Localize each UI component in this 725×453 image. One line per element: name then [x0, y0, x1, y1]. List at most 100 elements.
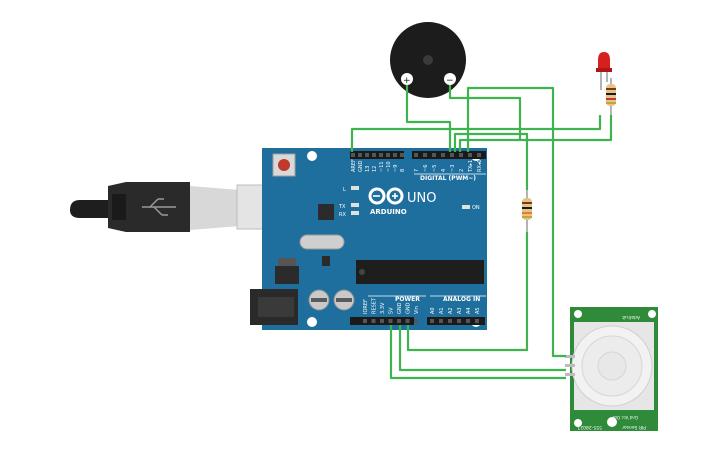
header-pin-socket — [414, 319, 418, 323]
piezo-buzzer: + − — [390, 22, 466, 98]
wire-buzzer-positive — [405, 85, 452, 152]
on-led-label: ON — [472, 205, 480, 211]
header-pin-socket — [423, 153, 427, 157]
buzzer-minus-label: − — [446, 76, 454, 86]
pin-label: A5 — [475, 307, 481, 314]
capacitor — [333, 289, 355, 311]
microcontroller-chip — [356, 260, 484, 284]
pin-label: A4 — [466, 307, 472, 314]
pin-label: IOREF — [363, 299, 369, 314]
voltage-regulator — [275, 258, 299, 284]
header-pin-socket — [371, 319, 376, 323]
header-pin-socket — [397, 319, 401, 323]
pin-label: 5V — [389, 307, 395, 314]
header-pin-socket — [441, 153, 445, 157]
pin-label: A2 — [448, 307, 454, 314]
usb-icon — [142, 198, 176, 216]
pir-top-label: Adafruit — [622, 314, 640, 320]
wire-pir-vcc — [398, 325, 566, 372]
header-pin-socket — [363, 319, 367, 323]
pin-label: ~5 — [432, 165, 438, 172]
pin-label: AREF — [351, 159, 357, 172]
pin-label: ~11 — [379, 161, 385, 172]
pin-label: ~9 — [393, 165, 399, 172]
pin-label: A1 — [439, 307, 445, 314]
header-pin-socket — [466, 319, 470, 323]
red-led — [596, 52, 612, 90]
pin-label: GND — [358, 160, 364, 172]
header-pin-socket — [448, 319, 452, 323]
pin-label: TX▸1 — [468, 160, 474, 173]
digital-header — [350, 151, 486, 159]
pin-label: 3.3V — [380, 302, 386, 314]
wire-pir-gnd — [389, 325, 566, 380]
header-pin-socket — [475, 319, 479, 323]
wire-pir-out — [466, 86, 566, 358]
wire-resistor-bottom — [406, 232, 529, 352]
pin-label: 2 — [459, 169, 465, 172]
led-l-label: L — [343, 187, 346, 193]
brand-label: ARDUINO — [370, 208, 407, 216]
header-pin-socket — [380, 319, 384, 323]
pin-label: 12 — [372, 166, 378, 172]
model-label: UNO — [407, 191, 436, 206]
arduino-logo-icon — [368, 187, 404, 205]
pir-part-label: 555-28027 — [577, 424, 602, 430]
header-pin-socket — [358, 153, 362, 157]
pin-label: RESET — [372, 297, 378, 314]
pin-label: A0 — [430, 307, 436, 314]
header-pin-socket — [365, 153, 369, 157]
header-pin-socket — [477, 153, 481, 157]
header-pin-socket — [400, 153, 404, 157]
pin-label: 13 — [365, 166, 371, 172]
wire-gnd-top — [350, 115, 602, 152]
header-pin-socket — [430, 319, 434, 323]
header-pin-socket — [450, 153, 454, 157]
header-pin-socket — [432, 153, 436, 157]
header-pin-socket — [388, 319, 393, 323]
analog-header-label: ANALOG IN — [443, 296, 480, 303]
pin-label: ~3 — [450, 165, 456, 172]
header-pin-socket — [351, 153, 355, 157]
pir-pins-label: Gnd Vcc Out — [612, 415, 638, 420]
header-pin-socket — [457, 319, 461, 323]
pin-label: GND — [397, 302, 403, 314]
wire-buzzer-negative — [448, 85, 522, 140]
pin-label: GND — [406, 302, 412, 314]
led-rx-label: RX — [339, 212, 346, 218]
pin-label: 7 — [414, 169, 420, 172]
usb-chip — [318, 204, 334, 220]
crystal-oscillator — [299, 234, 345, 250]
led-tx-label: TX — [338, 204, 346, 210]
digital-header-label: DIGITAL (PWM~) — [420, 175, 476, 182]
reset-button[interactable] — [272, 153, 296, 177]
pin-label: Vin — [414, 306, 420, 314]
wire-resistor-top — [453, 132, 529, 190]
resistor-pir — [522, 190, 532, 232]
pir-bottom-label: PIR Sensor — [622, 424, 646, 430]
smd-chip — [322, 256, 330, 266]
pir-sensor: Adafruit PIR Sensor 555-28027 Gnd Vcc Ou… — [565, 307, 658, 431]
header-pin-socket — [393, 153, 397, 157]
buzzer-plus-label: + — [403, 76, 411, 86]
header-pin-socket — [405, 319, 410, 323]
power-header-label: POWER — [395, 296, 420, 303]
power-jack — [250, 289, 298, 325]
resistor-led — [606, 78, 616, 115]
pin-label: A3 — [457, 307, 463, 314]
pir-pins — [565, 355, 575, 376]
header-pin-socket — [386, 153, 390, 157]
pin-label: ~6 — [423, 165, 429, 172]
wires — [350, 85, 613, 380]
pin-label: ~10 — [386, 161, 392, 172]
wire-led — [458, 115, 613, 152]
header-pin-socket — [414, 153, 418, 157]
pin-label: 4 — [441, 169, 447, 172]
header-pin-socket — [379, 153, 383, 157]
capacitor — [308, 289, 330, 311]
pin-label: 8 — [400, 169, 406, 172]
